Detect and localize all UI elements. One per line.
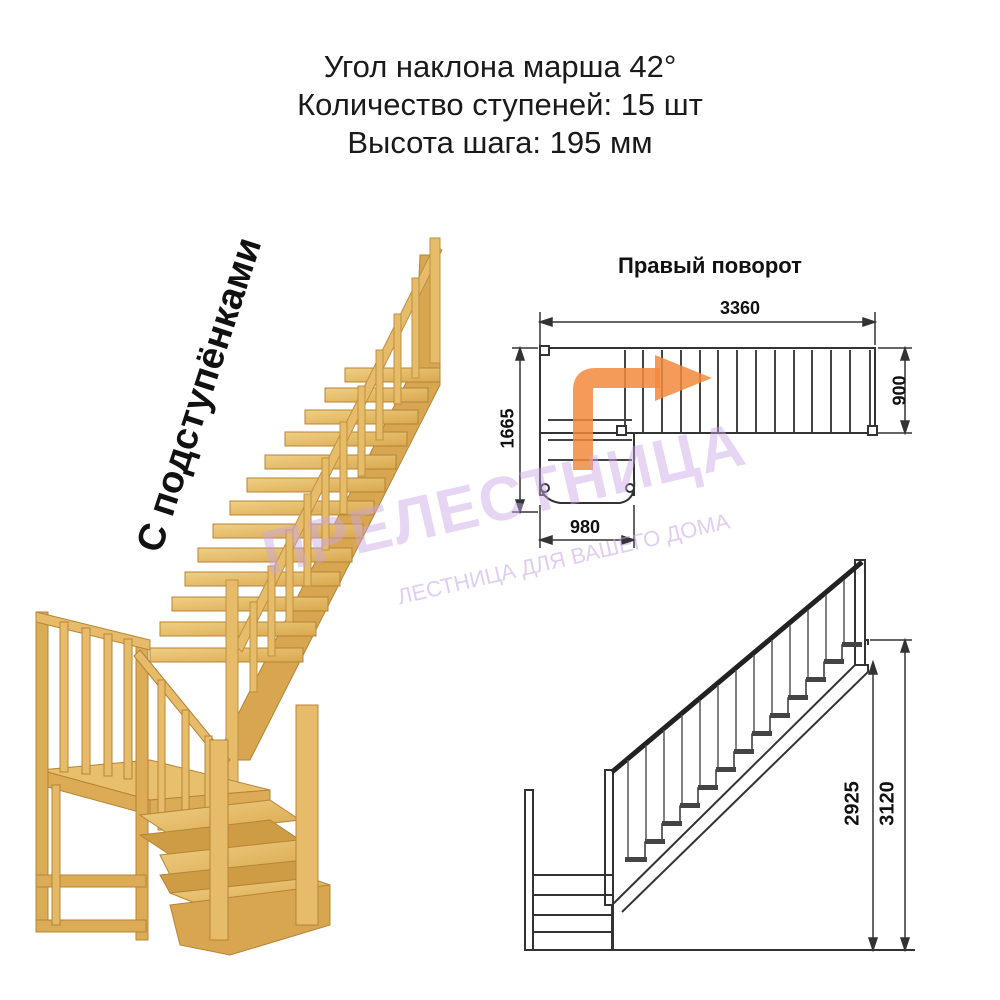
spec-steps: Количество ступеней: 15 шт [297,87,703,122]
turn-arrowhead-icon [655,355,712,401]
lower-newel [295,704,319,926]
lower-newel-2 [209,739,229,941]
upper-railing [225,237,443,801]
elevation-balusters [627,580,845,858]
dim-width-3360: 3360 [719,298,761,318]
plan-title: Правый поворот [618,253,802,278]
spec-angle: Угол наклона марша 42° [323,49,677,84]
dim-height-3120: 3120 [876,781,899,826]
dim-lower-980: 980 [569,517,601,537]
plan-posts [539,345,878,504]
elevation-handrail [610,560,864,774]
elevation-tread-caps [625,642,862,862]
turn-arrow-icon [573,368,660,470]
landing [35,611,271,941]
dim-height-2925: 2925 [841,781,864,826]
spec-step-height: Высота шага: 195 мм [347,125,653,160]
